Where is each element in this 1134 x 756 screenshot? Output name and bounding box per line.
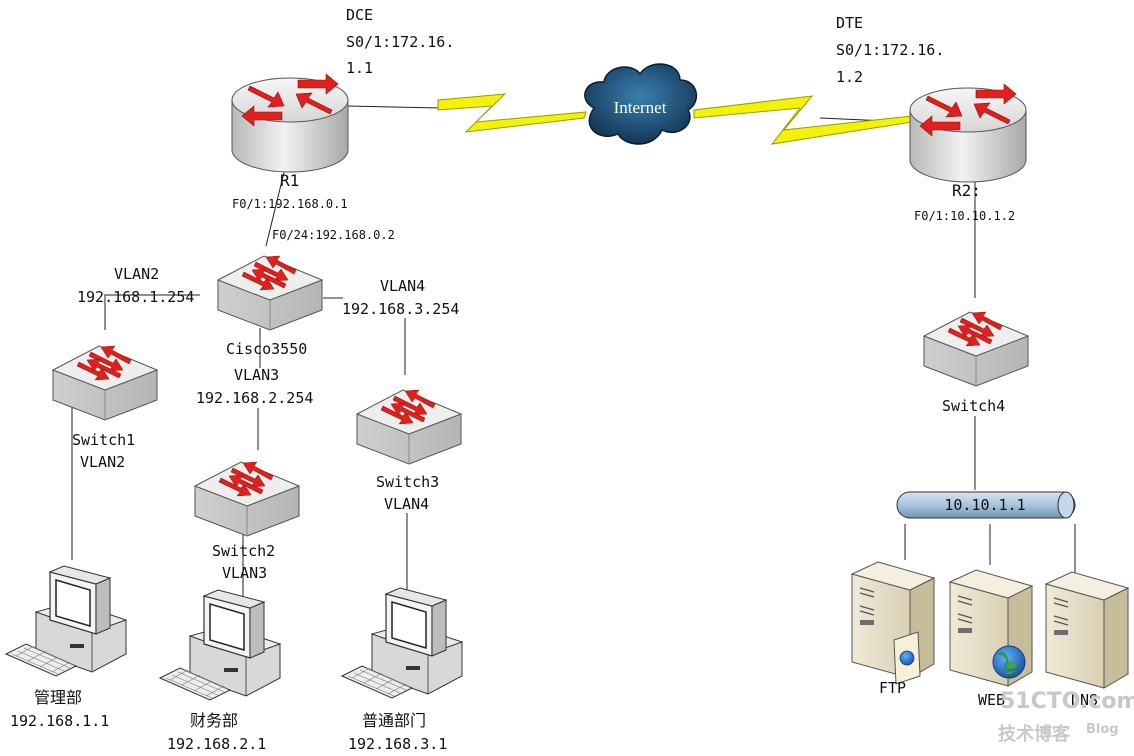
pc-management-ip-label: 192.168.1.1 (10, 712, 109, 730)
r1-name-label: R1 (280, 171, 299, 190)
switch-cisco3550-icon (217, 255, 323, 331)
cisco3550-fa-ip-label: F0/24:192.168.0.2 (272, 228, 395, 242)
connection-lines (71, 105, 1076, 598)
r1-dce-label: DCE (346, 6, 373, 24)
internet-label: Internet (614, 98, 667, 117)
r1-fa-ip-label: F0/1:192.168.0.1 (232, 197, 348, 211)
vlan2-ip-label: 192.168.1.254 (77, 288, 194, 306)
pc-finance-dept-label: 财务部 (190, 711, 238, 730)
watermark-logo: 51CTO.com 技术博客 Blog (998, 689, 1134, 745)
switch2-vlan-label: VLAN3 (222, 564, 267, 582)
switch1-vlan-label: VLAN2 (80, 453, 125, 471)
r1-serial-ip-label-b: 1.1 (346, 59, 373, 77)
link-r1-cisco3550 (265, 159, 288, 247)
vlan4-ip-label: 192.168.3.254 (342, 300, 459, 318)
server-dns-label: DNS (1071, 691, 1098, 709)
router-r1-icon (231, 73, 349, 173)
pc-management-dept-label: 管理部 (34, 688, 82, 707)
switch2-icon (194, 461, 300, 537)
pc-general-ip-label: 192.168.3.1 (348, 735, 447, 753)
watermark-blog-cn: 技术博客 (998, 723, 1071, 745)
server-ftp-label: FTP (879, 679, 906, 697)
switch3-icon (356, 389, 462, 465)
server-web-label: WEB (978, 691, 1005, 709)
pc-management-icon (5, 565, 127, 677)
watermark-blog-en: Blog (1086, 722, 1119, 737)
switch2-label: Switch2 (212, 542, 275, 560)
switch1-label: Switch1 (72, 431, 135, 449)
switch3-vlan-label: VLAN4 (384, 495, 429, 513)
pc-finance-ip-label: 192.168.2.1 (167, 735, 266, 753)
r2-serial-ip-label-a: S0/1:172.16. (836, 41, 944, 59)
watermark-site: 51CTO.com (1000, 689, 1134, 714)
r2-serial-ip-label-b: 1.2 (836, 68, 863, 86)
server-dns-icon (1045, 571, 1129, 689)
link-r1-serial-start (347, 105, 441, 109)
ftp-folder-icon (893, 631, 921, 685)
router-r2-icon (909, 83, 1027, 183)
serial-link-r1-internet (437, 93, 587, 133)
r2-dte-label: DTE (836, 14, 863, 32)
switch4-label: Switch4 (942, 397, 1005, 415)
vlan3-name-label: VLAN3 (234, 366, 279, 384)
vlan2-name-label: VLAN2 (114, 265, 159, 283)
internet-cloud-icon: Internet (584, 63, 698, 145)
web-globe-icon (992, 645, 1026, 679)
server-ftp-icon (851, 561, 935, 679)
vlan4-name-label: VLAN4 (380, 277, 425, 295)
r2-fa-ip-label: F0/1:10.10.1.2 (914, 209, 1015, 223)
pc-general-dept-label: 普通部门 (362, 711, 426, 730)
serial-link-internet-r2 (693, 95, 913, 145)
cisco3550-label: Cisco3550 (226, 340, 307, 358)
pc-general-icon (341, 587, 463, 699)
link-cisco3550-switch1 (104, 294, 200, 330)
switch4-icon (923, 311, 1029, 387)
r1-serial-ip-label-a: S0/1:172.16. (346, 33, 454, 51)
vlan3-ip-label: 192.168.2.254 (196, 389, 313, 407)
switch1-icon (52, 345, 158, 421)
bus-ip-label: 10.10.1.1 (944, 496, 1025, 514)
r2-name-label: R2: (952, 181, 981, 200)
pc-finance-icon (159, 589, 281, 701)
switch3-label: Switch3 (376, 473, 439, 491)
server-bus: 10.10.1.1 (896, 491, 1076, 519)
